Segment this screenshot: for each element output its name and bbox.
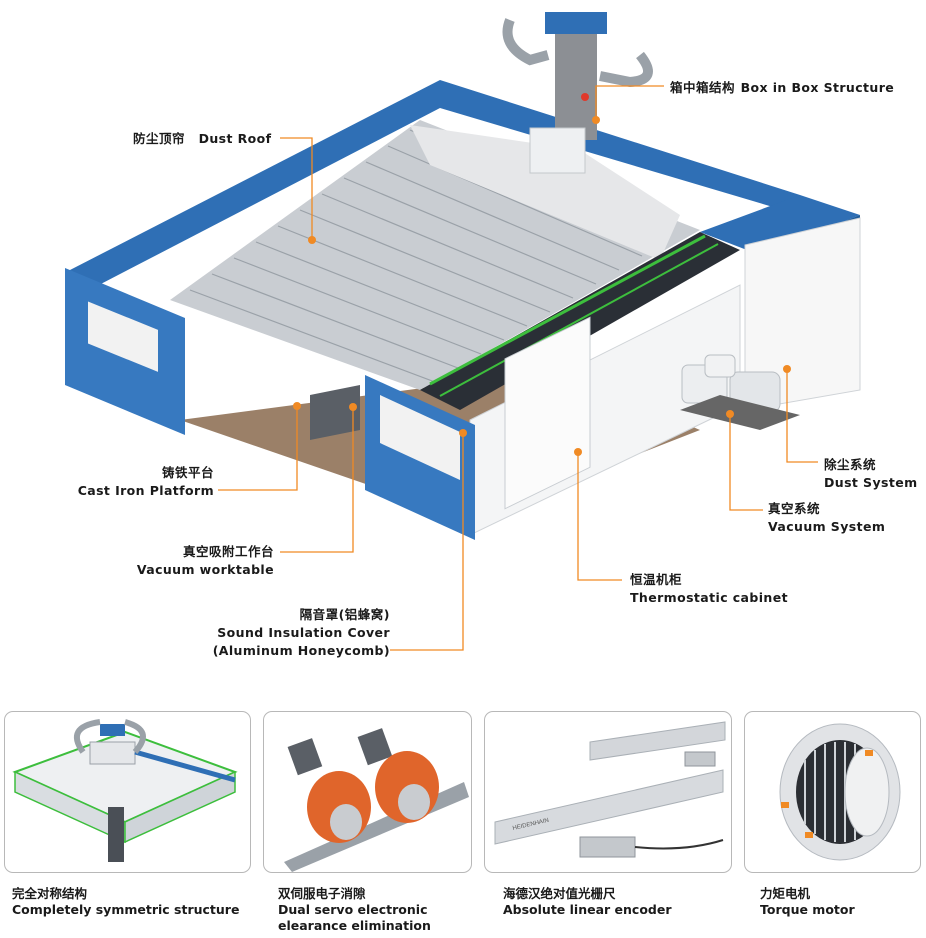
callout-vacuum-worktable: 真空吸附工作台 Vacuum worktable — [137, 543, 274, 579]
feature-card-encoder: HEIDENHAIN — [484, 711, 732, 873]
callout-en: Box in Box Structure — [740, 80, 895, 95]
callout-zh: 恒温机柜 — [630, 572, 683, 587]
feature-caption-symmetric: 完全对称结构 Completely symmetric structure — [12, 886, 239, 918]
feature-zh: 力矩电机 — [760, 886, 811, 901]
callout-zh: 防尘顶帘 — [133, 131, 186, 146]
dual-servo-motor-illustration — [284, 728, 469, 872]
callout-box-in-box: 箱中箱结构 Box in Box Structure — [670, 78, 894, 97]
callout-en: Cast Iron Platform — [77, 483, 214, 498]
callout-thermostatic: 恒温机柜 Thermostatic cabinet — [630, 571, 788, 607]
callout-en: Dust System — [824, 475, 918, 490]
feature-card-torque — [744, 711, 921, 873]
callout-dust-roof: 防尘顶帘 Dust Roof — [133, 129, 271, 148]
feature-zh: 完全对称结构 — [12, 886, 88, 901]
gantry-structure-illustration — [12, 719, 238, 862]
feature-caption-encoder: 海德汉绝对值光栅尺 Absolute linear encoder — [503, 886, 672, 918]
feature-en-2: elearance elimination — [278, 918, 431, 933]
feature-card-dual-servo — [263, 711, 472, 873]
machine-illustration — [65, 12, 861, 651]
callout-zh: 除尘系统 — [824, 457, 877, 472]
callout-en: Vacuum worktable — [136, 562, 274, 577]
callout-dust-system: 除尘系统 Dust System — [824, 456, 918, 492]
callout-en: Dust Roof — [198, 131, 272, 146]
feature-card-symmetric — [4, 711, 251, 873]
feature-caption-dual-servo: 双伺服电子消隙 Dual servo electronic elearance … — [278, 886, 431, 934]
feature-caption-torque: 力矩电机 Torque motor — [760, 886, 855, 918]
callout-zh: 箱中箱结构 — [670, 80, 736, 95]
feature-en: Completely symmetric structure — [12, 902, 240, 917]
callout-zh: 铸铁平台 — [161, 465, 214, 480]
callout-zh: 真空系统 — [768, 501, 821, 516]
callout-en-1: Sound Insulation Cover — [217, 625, 390, 640]
feature-en: Torque motor — [760, 902, 855, 917]
callout-en-2: (Aluminum Honeycomb) — [212, 643, 390, 658]
callout-cast-iron: 铸铁平台 Cast Iron Platform — [78, 464, 214, 500]
callout-zh: 真空吸附工作台 — [182, 544, 274, 559]
callout-vacuum-system: 真空系统 Vacuum System — [768, 500, 885, 536]
feature-en: Absolute linear encoder — [503, 902, 672, 917]
callout-en: Vacuum System — [768, 519, 886, 534]
torque-motor-illustration — [779, 723, 901, 861]
callout-zh: 隔音罩(铝蜂窝) — [299, 607, 390, 622]
feature-zh: 海德汉绝对值光栅尺 — [503, 886, 616, 901]
callout-en: Thermostatic cabinet — [630, 590, 788, 605]
feature-en: Dual servo electronic — [278, 902, 428, 917]
linear-encoder-illustration: HEIDENHAIN — [494, 721, 726, 858]
callout-sound-cover: 隔音罩(铝蜂窝) Sound Insulation Cover (Aluminu… — [213, 606, 390, 660]
feature-zh: 双伺服电子消隙 — [278, 886, 366, 901]
